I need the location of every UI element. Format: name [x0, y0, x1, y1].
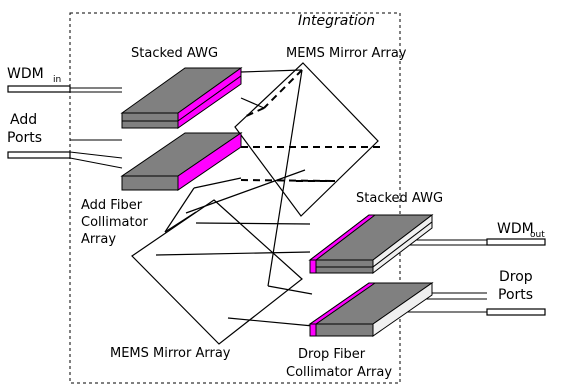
wdm-in-subscript: in: [53, 75, 61, 85]
light-paths: [155, 69, 314, 327]
drop-port: [486, 308, 546, 316]
stacked-awg-top: [120, 67, 243, 129]
dashed-light-paths: [240, 69, 385, 182]
add-collimator-block: [120, 132, 243, 191]
mems-top-label: MEMS Mirror Array: [286, 46, 407, 61]
add-fiber-label-1: Add Fiber: [81, 198, 143, 213]
add-fiber-label-2: Collimator: [81, 215, 149, 230]
integration-label: Integration: [298, 13, 375, 29]
drop-collimator-block: [308, 282, 434, 337]
wdm-in-port: [7, 85, 71, 93]
wdm-out-label: WDM: [497, 221, 534, 237]
drop-ports-label-1: Drop: [499, 269, 533, 285]
stacked-awg-top-label: Stacked AWG: [131, 46, 218, 61]
drop-ports-label-2: Ports: [498, 287, 533, 303]
stacked-awg-right-label: Stacked AWG: [356, 191, 443, 206]
add-port: [7, 151, 71, 159]
wdm-out-subscript: out: [530, 230, 545, 240]
stacked-awg-right: [308, 213, 434, 275]
integration-boundary: [69, 12, 401, 384]
add-fiber-label-3: Array: [81, 232, 116, 247]
drop-fiber-label-1: Drop Fiber: [298, 347, 366, 362]
add-ports-label-2: Ports: [7, 130, 42, 146]
wdm-in-label: WDM: [7, 66, 44, 82]
drop-fiber-label-2: Collimator Array: [286, 365, 392, 380]
add-ports-label-1: Add: [10, 112, 37, 128]
mems-bottom-label: MEMS Mirror Array: [110, 346, 231, 361]
wdm-out-port: [486, 238, 546, 246]
